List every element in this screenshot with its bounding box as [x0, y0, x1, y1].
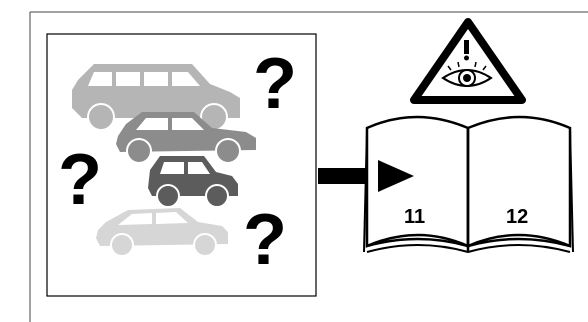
- question-mark: ?: [58, 140, 102, 220]
- question-mark: ?: [243, 200, 287, 280]
- manual-book-icon: [364, 117, 573, 252]
- page-number-left: 11: [404, 206, 425, 228]
- page-number-right: 12: [506, 206, 528, 228]
- warning-eye-icon: [414, 22, 522, 100]
- question-mark: ?: [253, 44, 297, 124]
